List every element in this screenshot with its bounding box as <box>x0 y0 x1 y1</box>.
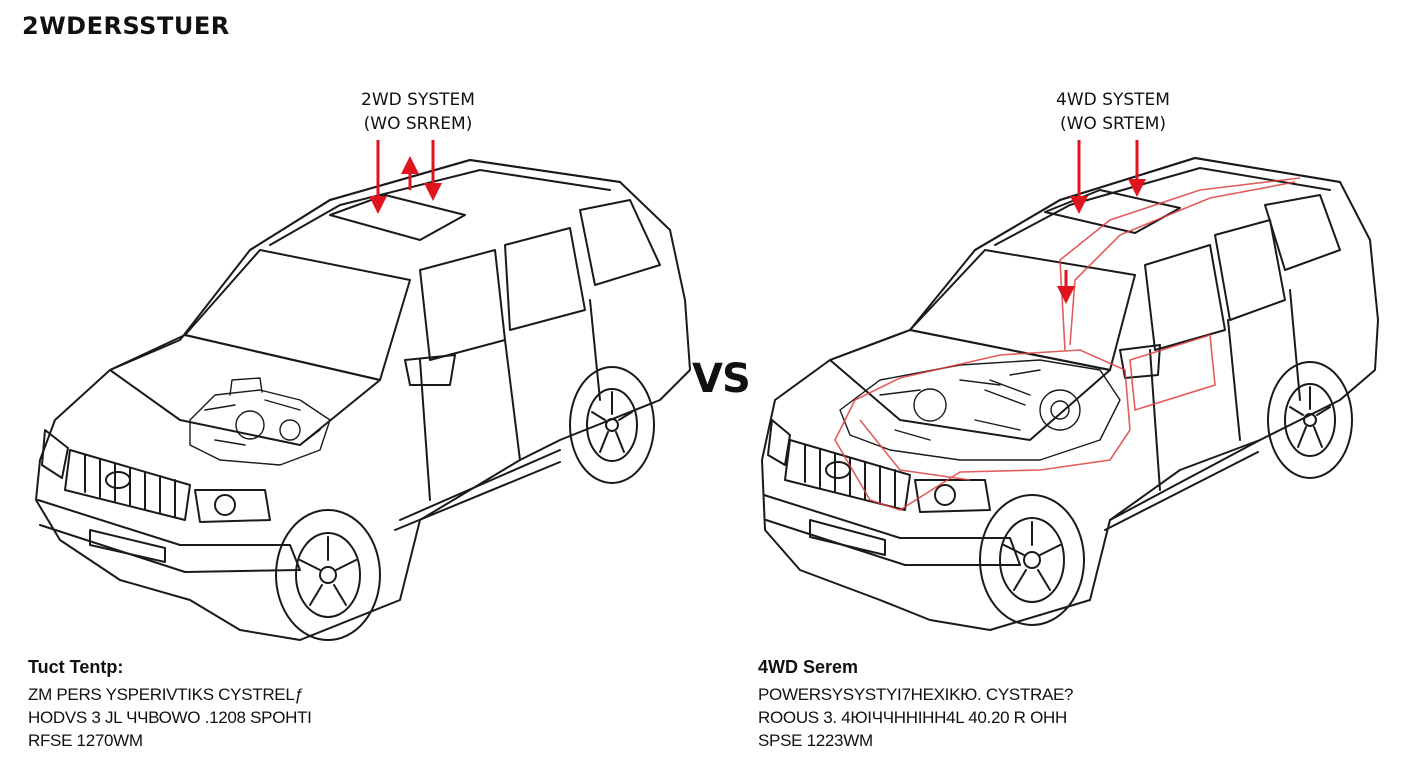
left-system-title: 2WD SYSTEM <box>361 90 475 110</box>
left-red-arrows <box>369 140 442 214</box>
page-title: 2WDERSSTUER <box>22 12 230 40</box>
right-system-subtitle: (WO SRTEM) <box>1059 114 1167 134</box>
left-spec-line: RFSE 1270WM <box>28 731 143 750</box>
left-spec-line: ZM PERS YSPERIVTIKS CYSTRELƒ <box>28 685 304 704</box>
left-system-heading: 2WD SYSTEM (WO SRREM) <box>308 88 528 136</box>
right-system-heading: 4WD SYSTEM (WO SRTEM) <box>1003 88 1223 136</box>
right-spec-heading: 4WD Serem <box>758 657 859 677</box>
right-spec-line: POWERSYSYSTYI7HEXIKЮ. CYSTRAE? <box>758 685 1074 704</box>
left-spec-line: HODVS 3 JL ЧЧВОWO .1208 SPOHTI <box>28 708 312 727</box>
right-spec-line: ROOUS 3. 4ЮΙЧЧΗΗΙΗΗ4L 40.20 R OHH <box>758 708 1067 727</box>
right-system-title: 4WD SYSTEM <box>1056 90 1170 110</box>
left-system-subtitle: (WO SRREM) <box>363 114 473 134</box>
left-spec-block: Tuct Tentp: ZM PERS YSPERIVTIKS CYSTRELƒ… <box>28 656 312 752</box>
right-spec-line: SPSE 1223WM <box>758 731 873 750</box>
left-vehicle-2wd <box>35 159 691 641</box>
right-red-arrows <box>1057 140 1146 304</box>
right-vehicle-4wd <box>761 157 1379 631</box>
right-spec-block: 4WD Serem POWERSYSYSTYI7HEXIKЮ. CYSTRAE?… <box>758 656 1074 752</box>
versus-label: VS <box>692 356 751 402</box>
left-spec-heading: Tuct Tentp: <box>28 657 124 677</box>
